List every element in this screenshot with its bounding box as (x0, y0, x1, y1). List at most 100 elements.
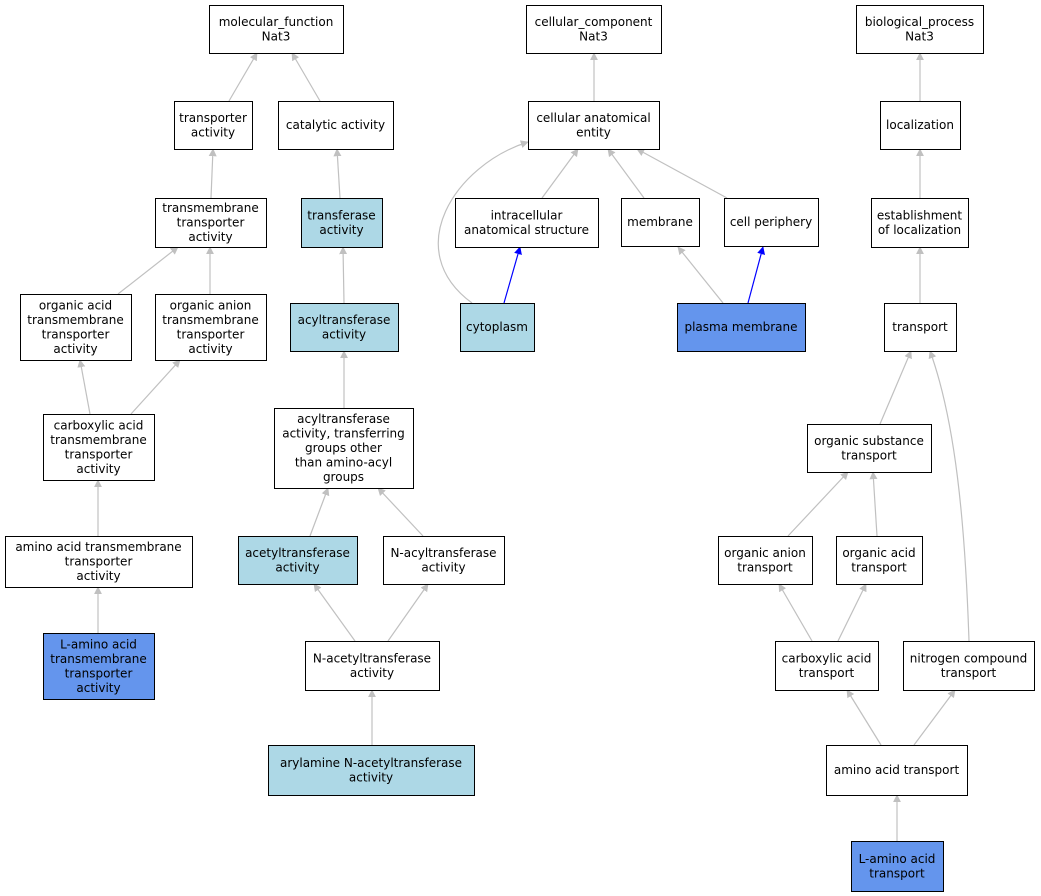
node-label-line: entity (576, 125, 611, 139)
edge-org_anion_transport-to-org_subst_transport (787, 471, 849, 537)
node-box (174, 101, 253, 150)
go-term-node-l_amino_acid_tm[interactable]: L-amino acidtransmembranetransporteracti… (43, 633, 155, 700)
go-term-node-cell_periphery[interactable]: cell periphery (724, 198, 819, 247)
go-term-node-catalytic_activity[interactable]: catalytic activity (278, 101, 394, 150)
node-box (268, 745, 475, 796)
edge-catalytic_activity-to-mf (291, 52, 321, 102)
node-label-line: molecular_function (219, 15, 334, 29)
node-label-line: Nat3 (579, 29, 608, 43)
node-label-line: transporter (177, 216, 245, 230)
node-label-line: groups other (305, 441, 382, 455)
go-term-node-localization[interactable]: localization (880, 101, 961, 150)
go-term-node-amino_acid_transport[interactable]: amino acid transport (826, 745, 968, 796)
node-label-line: transporter (177, 327, 245, 341)
go-term-node-carboxylic_tm[interactable]: carboxylic acidtransmembranetransportera… (43, 414, 155, 481)
node-label-line: arylamine N-acetyltransferase (280, 756, 462, 770)
node-box (851, 841, 944, 892)
go-term-node-org_acid_tm[interactable]: organic acidtransmembranetransporteracti… (20, 294, 132, 361)
edge-transferase-to-catalytic_activity (333, 148, 342, 199)
node-label-line: acetyltransferase (245, 546, 350, 560)
node-label-line: transporter (42, 327, 110, 341)
node-box (43, 414, 155, 481)
node-label-line: L-amino acid (60, 637, 137, 651)
node-label-line: transmembrane (50, 652, 147, 666)
node-box (621, 198, 700, 247)
node-box (274, 408, 414, 489)
go-term-node-transport[interactable]: transport (884, 303, 957, 352)
node-box (677, 303, 806, 352)
node-label-line: organic acid (842, 546, 915, 560)
node-label-line: activity (275, 560, 319, 574)
node-label-line: transporter (65, 666, 133, 680)
edge-n_acetyltransferase-to-n_acyltransferase (387, 583, 429, 642)
node-label-line: transmembrane (162, 313, 259, 327)
node-label-line: establishment (877, 208, 963, 222)
node-label-line: than amino-acyl (295, 456, 392, 470)
edge-n_acetyltransferase-to-acetyltransferase (313, 583, 356, 642)
edge-transporter_activity-to-mf (228, 52, 258, 102)
edge-cell_periphery-to-cell_anat (636, 148, 728, 199)
node-label-line: groups (323, 470, 364, 484)
node-box (290, 303, 399, 352)
go-term-node-membrane[interactable]: membrane (621, 198, 700, 247)
go-term-node-plasma_membrane[interactable]: plasma membrane (677, 303, 806, 352)
go-term-node-org_anion_tm[interactable]: organic aniontransmembranetransporteract… (155, 294, 267, 361)
edge-intracellular-to-cell_anat (541, 148, 579, 199)
edge-carboxylic_tm-to-org_acid_tm (77, 359, 91, 415)
node-box (724, 198, 819, 247)
node-label-line: localization (886, 118, 954, 132)
node-box (526, 5, 662, 54)
node-box (20, 294, 132, 361)
node-label-line: catalytic activity (286, 118, 385, 132)
node-label-line: carboxylic acid (54, 418, 144, 432)
node-label-line: intracellular (491, 208, 563, 222)
node-label-line: amino acid transport (834, 763, 960, 777)
node-label-line: cellular_component (535, 15, 653, 29)
node-label-line: cytoplasm (466, 320, 528, 334)
node-box (903, 641, 1035, 691)
node-label-line: activity (188, 342, 232, 356)
node-box (718, 536, 813, 585)
go-term-node-cytoplasm[interactable]: cytoplasm (460, 303, 535, 352)
go-term-node-amino_acid_tm[interactable]: amino acid transmembranetransporteractiv… (5, 536, 193, 588)
edge-plasma_membrane-to-cell_periphery (747, 246, 766, 304)
edge-tm_transporter-to-transporter_activity (208, 148, 217, 199)
edge-amino_acid_transport-to-carboxylic_transport (846, 689, 882, 746)
node-label-line: carboxylic acid (782, 651, 872, 665)
node-label-line: Nat3 (905, 29, 934, 43)
node-box (5, 536, 193, 588)
node-label-line: activity, transferring (282, 427, 405, 441)
node-box (305, 641, 440, 691)
node-label-line: activity (319, 223, 363, 237)
edge-org_subst_transport-to-transport (879, 350, 912, 425)
edge-n_acyltransferase-to-acyltransferase_other (377, 487, 424, 537)
node-box (871, 198, 969, 248)
node-label-line: of localization (878, 223, 961, 237)
node-label-line: activity (53, 342, 97, 356)
node-label-line: transferase (307, 208, 375, 222)
node-box (43, 633, 155, 700)
node-label-line: transmembrane (27, 313, 124, 327)
node-label-line: activity (76, 569, 120, 583)
